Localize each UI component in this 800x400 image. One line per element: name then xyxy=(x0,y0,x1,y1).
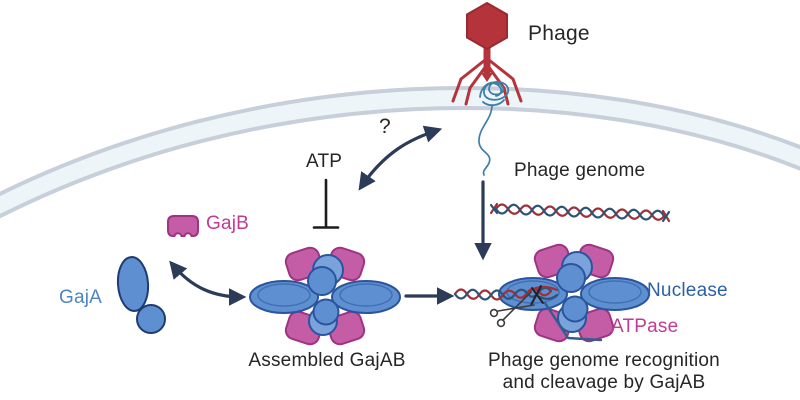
right-caption-line2: and cleavage by GajAB xyxy=(502,371,706,393)
phage-label: Phage xyxy=(528,22,590,45)
phage-icon xyxy=(451,1,523,106)
equilibrium-arrow-icon xyxy=(169,260,247,306)
phage-genome-thread-icon xyxy=(478,104,493,176)
atpase-label: ATPase xyxy=(611,316,679,337)
assembled-gajab-label: Assembled GajAB xyxy=(248,350,406,371)
scissors-icon xyxy=(489,291,535,328)
right-caption: Phage genome recognition and cleavage by… xyxy=(488,350,720,394)
gaja-protein-icon xyxy=(116,256,166,334)
phage-genome-tangle-icon xyxy=(479,80,510,107)
gajab-dna-complex-icon xyxy=(453,241,650,345)
cut-site-mark xyxy=(530,285,544,306)
phage-genome-label: Phage genome xyxy=(514,160,646,181)
gajb-protein-icon xyxy=(167,215,199,237)
atpase-pointer-line xyxy=(543,301,603,342)
dna-helix-icon xyxy=(489,202,671,223)
gaja-label: GajA xyxy=(59,287,103,308)
assembled-gajab-icon xyxy=(249,244,401,348)
question-mark-label: ? xyxy=(379,115,391,138)
right-caption-line1: Phage genome recognition xyxy=(488,350,720,371)
atp-label: ATP xyxy=(306,151,343,172)
cell-membrane xyxy=(0,85,800,219)
nuclease-label: Nuclease xyxy=(647,280,728,301)
gajb-label: GajB xyxy=(206,213,250,234)
question-arrow-icon xyxy=(358,125,443,191)
inhibition-bar-icon xyxy=(312,178,340,229)
